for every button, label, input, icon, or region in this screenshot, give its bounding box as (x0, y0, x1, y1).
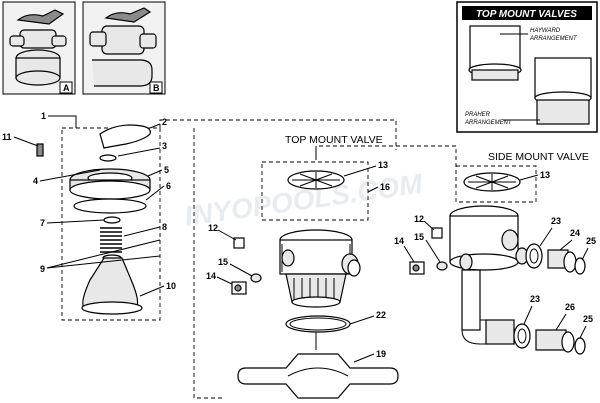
callout-3: 3 (162, 141, 167, 151)
top-mount-title: TOP MOUNT VALVE (285, 134, 383, 146)
callout-26: 26 (565, 302, 575, 312)
callout-19: 19 (376, 349, 386, 359)
top-mount-valve: TOP MOUNT VALVE (231, 134, 399, 399)
callout-15a: 15 (218, 257, 228, 267)
inset-b-photo: B (82, 1, 166, 95)
callout-9: 9 (40, 264, 45, 274)
praher-label-2: ARRANGEMENT (464, 120, 513, 126)
callout-5: 5 (164, 165, 169, 175)
handle-part (99, 124, 151, 149)
inset-a-label: A (63, 83, 70, 93)
left-callouts: 1 2 3 4 5 6 7 8 9 10 11 (2, 111, 176, 297)
callout-8: 8 (162, 222, 167, 232)
side-mount-title: SIDE MOUNT VALVE (488, 151, 589, 163)
callout-13a: 13 (378, 160, 388, 170)
praher-label-1: PRAHER (465, 112, 491, 118)
washer-part (99, 154, 117, 162)
callout-2: 2 (162, 117, 167, 127)
side-mount-callouts: 13 12 15 14 23 24 25 23 26 25 (394, 170, 596, 339)
top-mount-callouts: 13 16 12 14 15 22 19 (206, 160, 390, 363)
callout-24: 24 (570, 228, 580, 238)
inset-a-photo: A (2, 1, 76, 95)
callout-23b: 23 (530, 294, 540, 304)
gasket-part (73, 198, 147, 214)
inset-b-label: B (153, 83, 160, 93)
spring-part (100, 227, 122, 253)
callout-14b: 14 (394, 236, 404, 246)
callout-22: 22 (376, 310, 386, 320)
callout-1: 1 (41, 111, 46, 121)
callout-25b: 25 (583, 314, 593, 324)
callout-6: 6 (166, 181, 171, 191)
callout-7: 7 (40, 218, 45, 228)
top-mount-valves-inset: TOP MOUNT VALVES HAYWARD ARRANGEMENT PRA… (456, 1, 598, 133)
callout-4: 4 (33, 176, 38, 186)
hayward-label-1: HAYWARD (530, 28, 561, 34)
callout-10: 10 (166, 281, 176, 291)
callout-12b: 12 (414, 214, 424, 224)
side-mount-valve: SIDE MOUNT VALVE (315, 145, 589, 355)
top-mount-valves-title: TOP MOUNT VALVES (476, 9, 577, 20)
callout-11: 11 (2, 132, 12, 142)
left-assembly (36, 115, 161, 321)
callout-16: 16 (380, 182, 390, 192)
callout-14a: 14 (206, 271, 216, 281)
hayward-label-2: ARRANGEMENT (529, 36, 578, 42)
callout-12a: 12 (208, 223, 218, 233)
callout-15b: 15 (414, 232, 424, 242)
callout-13b: 13 (540, 170, 550, 180)
callout-23a: 23 (551, 216, 561, 226)
callout-25a: 25 (586, 236, 596, 246)
